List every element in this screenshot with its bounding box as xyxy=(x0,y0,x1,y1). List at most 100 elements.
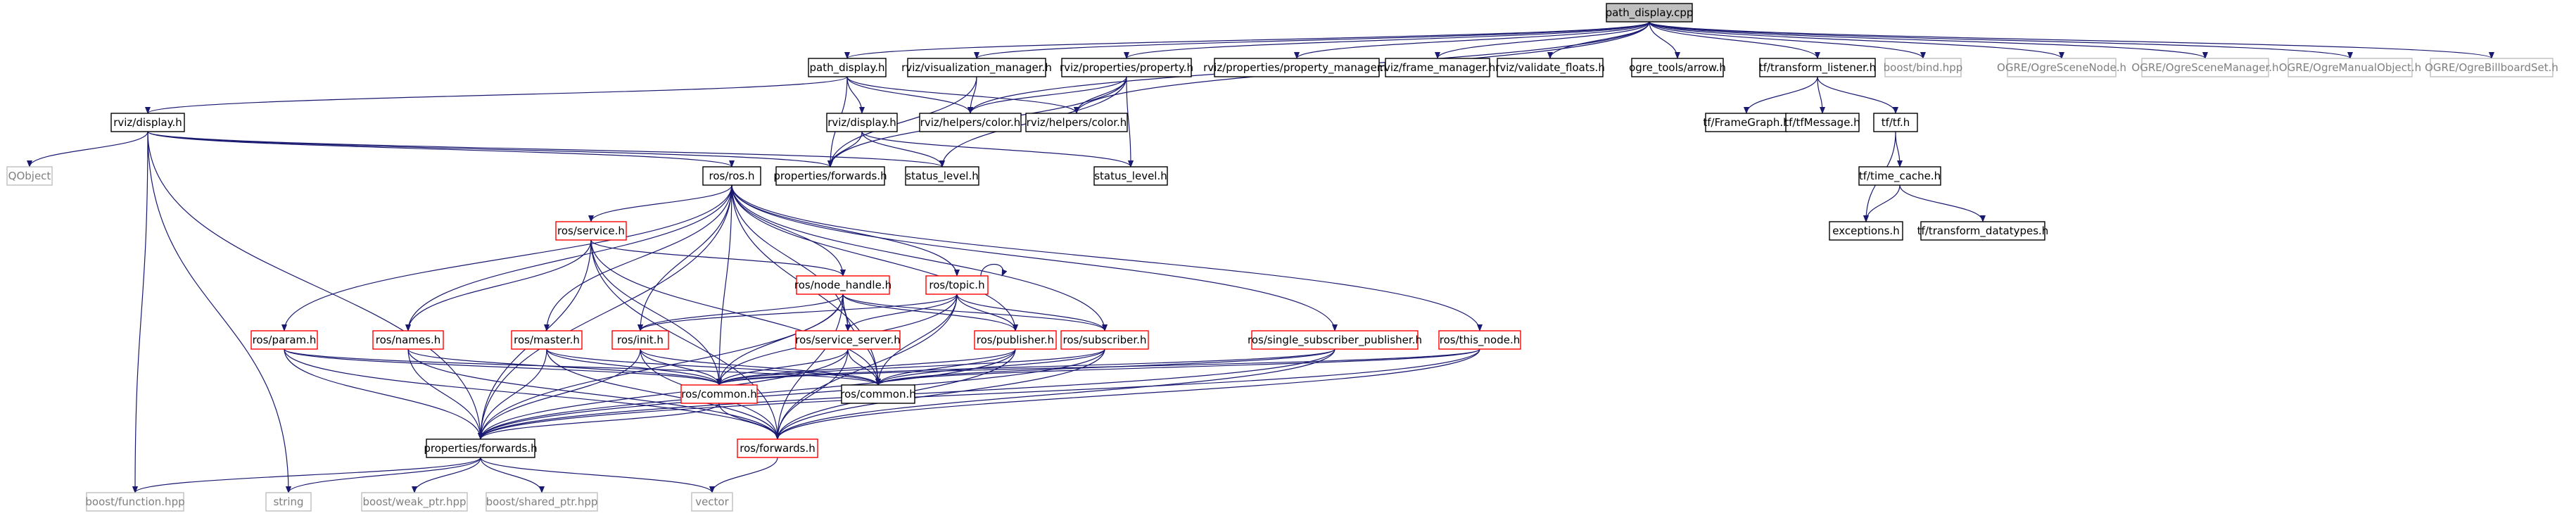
edge-rviz_display_b-to-props_forwards_a xyxy=(827,131,863,168)
edge-ros_h-to-props_forwards_b xyxy=(478,184,732,440)
node-rviz-display-b[interactable]: rviz/display.h xyxy=(826,113,898,132)
edge-ros_init-to-props_forwards_b xyxy=(478,348,641,440)
edge-ros_node_handle-to-ros_forwards xyxy=(775,293,844,440)
node-tf-listener[interactable]: tf/transform_listener.h xyxy=(1759,58,1876,77)
node-label: ros/forwards.h xyxy=(740,442,815,455)
node-rviz-validate[interactable]: rviz/validate_floats.h xyxy=(1495,58,1605,77)
node-ros-node-handle[interactable]: ros/node_handle.h xyxy=(794,275,892,295)
edge-ros_h-to-ros_service xyxy=(588,184,732,222)
edge-props_forwards_b-to-boost_function xyxy=(132,457,481,493)
node-boost-weak-ptr: boost/weak_ptr.hpp xyxy=(361,492,468,512)
node-label: ros/ros.h xyxy=(709,170,755,182)
node-label: tf/tfMessage.h xyxy=(1784,116,1860,129)
edge-ros_node_handle-to-ros_init xyxy=(637,293,844,331)
edge-ros_master-to-props_forwards_b xyxy=(478,348,547,440)
node-box xyxy=(808,58,887,77)
edge-ros_this_node-to-ros_common_black xyxy=(875,348,1480,386)
node-label: status_level.h xyxy=(1094,170,1167,183)
node-box xyxy=(919,113,1022,132)
edge-ros_service-to-ros_node_handle xyxy=(590,239,846,277)
edge-rviz_props_property-to-status_level_b xyxy=(1126,76,1134,168)
node-box xyxy=(702,166,761,186)
edge-root-to-rviz_frame_mgr xyxy=(1435,21,1650,59)
node-tf-tfmessage[interactable]: tf/tfMessage.h xyxy=(1784,113,1860,132)
edge-tf_listener-to-tf_tf xyxy=(1817,76,1898,114)
node-box xyxy=(86,492,184,512)
node-label: ros/this_node.h xyxy=(1440,334,1520,347)
node-label: properties/forwards.h xyxy=(424,442,537,455)
node-ros-service-server[interactable]: ros/service_server.h xyxy=(795,330,901,350)
node-box xyxy=(2288,58,2413,77)
node-box xyxy=(1061,58,1192,77)
node-box xyxy=(1759,58,1876,77)
node-ros-subscriber[interactable]: ros/subscriber.h xyxy=(1060,330,1149,350)
node-box xyxy=(1214,58,1380,77)
node-box xyxy=(1920,221,2045,241)
edge-rviz_display_b-to-status_level_b xyxy=(861,131,1134,168)
edge-ros_service_server-to-props_forwards_b xyxy=(478,348,849,440)
node-ogre-tools-arrow[interactable]: ogre_tools/arrow.h xyxy=(1629,58,1726,77)
node-vector: vector xyxy=(691,492,733,512)
node-ros-h[interactable]: ros/ros.h xyxy=(702,166,761,186)
node-status-level-b[interactable]: status_level.h xyxy=(1093,166,1168,186)
edge-ros_param-to-ros_forwards xyxy=(284,348,780,440)
node-props-forwards-a[interactable]: properties/forwards.h xyxy=(773,166,887,186)
node-ros-this-node[interactable]: ros/this_node.h xyxy=(1438,330,1521,350)
node-ros-init[interactable]: ros/init.h xyxy=(611,330,669,350)
edge-ros_h-to-ros_publisher xyxy=(731,184,1018,331)
node-ros-master[interactable]: ros/master.h xyxy=(511,330,583,350)
node-rviz-display-a[interactable]: rviz/display.h xyxy=(110,113,185,132)
node-box xyxy=(1606,3,1693,23)
edge-path_display_h-to-rviz_display_b xyxy=(846,76,865,114)
edge-ros_node_handle-to-ros_subscriber xyxy=(842,293,1108,331)
edge-ros_h-to-ros_this_node xyxy=(731,184,1483,331)
edge-props_forwards_b-to-string xyxy=(286,457,481,493)
edge-ros_single_sub_pub-to-ros_common_red xyxy=(716,348,1335,386)
node-tf-transform-datatypes[interactable]: tf/transform_datatypes.h xyxy=(1917,221,2049,241)
node-tf-time-cache[interactable]: tf/time_cache.h xyxy=(1858,166,1941,186)
node-box xyxy=(1251,330,1419,350)
node-rviz-vis-mgr[interactable]: rviz/visualization_manager.h xyxy=(901,58,1052,77)
node-boost-shared-ptr: boost/shared_ptr.hpp xyxy=(486,492,598,512)
node-box xyxy=(1884,58,1962,77)
edge-rviz_display_a-to-boost_function xyxy=(132,131,148,493)
node-ros-param[interactable]: ros/param.h xyxy=(250,330,318,350)
node-helpers-color-a[interactable]: rviz/helpers/color.h xyxy=(919,113,1022,132)
node-ros-names[interactable]: ros/names.h xyxy=(372,330,444,350)
node-rviz-frame-mgr[interactable]: rviz/frame_manager.h xyxy=(1380,58,1495,77)
edge-ros_h-to-ros_names xyxy=(405,184,732,331)
node-path-display-h[interactable]: path_display.h xyxy=(808,58,887,77)
node-helpers-color-b[interactable]: rviz/helpers/color.h xyxy=(1025,113,1128,132)
edge-ros_names-to-props_forwards_b xyxy=(407,348,483,440)
node-label: rviz/frame_manager.h xyxy=(1380,61,1495,75)
node-root[interactable]: path_display.cpp xyxy=(1606,3,1694,23)
node-box xyxy=(110,113,185,132)
edge-ros_param-to-props_forwards_b xyxy=(284,348,483,440)
node-tf-framegraph[interactable]: tf/FrameGraph.h xyxy=(1703,113,1790,132)
node-status-level-a[interactable]: status_level.h xyxy=(905,166,979,186)
node-label: string xyxy=(273,495,303,508)
node-ros-common-red[interactable]: ros/common.h xyxy=(680,384,758,404)
edge-ros_topic-to-ros_init xyxy=(637,293,958,331)
node-box xyxy=(1631,58,1724,77)
edge-ros_this_node-to-props_forwards_b xyxy=(478,348,1480,440)
node-ros-topic[interactable]: ros/topic.h xyxy=(925,275,989,295)
node-ros-publisher[interactable]: ros/publisher.h xyxy=(974,330,1057,350)
node-ros-common-black[interactable]: ros/common.h xyxy=(840,384,916,404)
edge-ros_h-to-ros_topic xyxy=(731,184,960,277)
node-ros-forwards[interactable]: ros/forwards.h xyxy=(737,438,818,458)
node-box xyxy=(1873,113,1918,132)
node-props-forwards-b[interactable]: properties/forwards.h xyxy=(424,438,538,458)
node-tf-tf[interactable]: tf/tf.h xyxy=(1873,113,1918,132)
edge-ros_h-to-ros_init xyxy=(637,184,732,331)
node-rviz-props-property[interactable]: rviz/properties/property.h xyxy=(1060,58,1193,77)
node-ros-service[interactable]: ros/service.h xyxy=(555,221,627,241)
node-box xyxy=(680,384,758,404)
edge-ros_service-to-ros_common_black xyxy=(590,239,881,386)
node-ros-single-sub-pub[interactable]: ros/single_subscriber_publisher.h xyxy=(1248,330,1422,350)
edge-ros_topic-to-ros_subscriber xyxy=(956,293,1108,331)
node-label: ros/single_subscriber_publisher.h xyxy=(1248,334,1422,347)
edge-root-to-ogre_tools_arrow xyxy=(1649,21,1680,59)
node-exceptions[interactable]: exceptions.h xyxy=(1829,221,1903,241)
node-rviz-props-prop-mgr[interactable]: rviz/properties/property_manager.h xyxy=(1203,58,1390,77)
